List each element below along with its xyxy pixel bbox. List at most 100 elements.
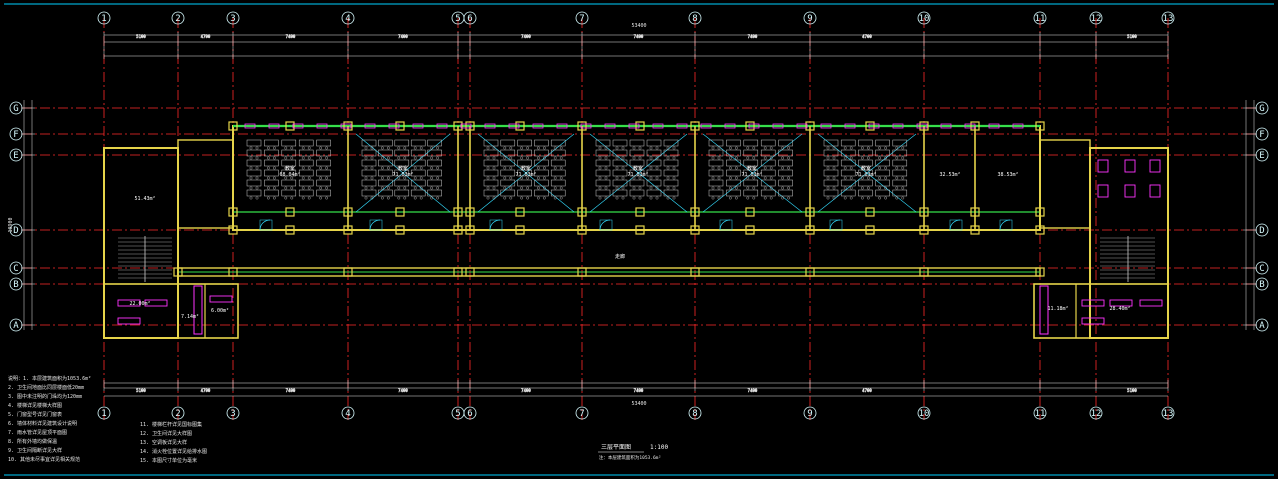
desk bbox=[823, 139, 839, 147]
window-marker bbox=[604, 123, 616, 129]
column bbox=[970, 121, 980, 131]
chair bbox=[878, 146, 881, 150]
chair bbox=[397, 166, 401, 170]
desk bbox=[595, 139, 611, 147]
desk bbox=[483, 189, 499, 197]
chair bbox=[638, 146, 642, 150]
chair bbox=[655, 196, 659, 200]
bottom-overall-dimension: 53400 bbox=[631, 401, 646, 407]
axis-bubble-label-7: 7 bbox=[579, 409, 584, 419]
desk bbox=[394, 179, 410, 187]
desk bbox=[726, 159, 741, 167]
chair bbox=[325, 196, 328, 200]
chair bbox=[503, 166, 507, 170]
axis-bubble-label-C: C bbox=[13, 264, 18, 274]
chair bbox=[615, 166, 619, 170]
chair bbox=[649, 156, 653, 160]
note-line: 13. 空调板详见大样 bbox=[140, 439, 187, 446]
axis-bubble-label-D: D bbox=[1259, 226, 1264, 236]
chair bbox=[284, 186, 288, 190]
desk bbox=[281, 139, 297, 147]
desk bbox=[361, 139, 377, 147]
chair bbox=[290, 176, 294, 180]
chair bbox=[266, 196, 270, 200]
chair bbox=[901, 156, 905, 160]
axis-bubble-label-G: G bbox=[13, 104, 18, 114]
desk bbox=[663, 159, 679, 167]
desk bbox=[517, 159, 532, 167]
chair bbox=[486, 186, 490, 190]
desk bbox=[378, 179, 393, 187]
desk bbox=[500, 149, 516, 157]
chair bbox=[832, 146, 836, 150]
chair bbox=[526, 196, 529, 200]
desk bbox=[892, 149, 908, 157]
chair bbox=[843, 166, 847, 170]
room-name: 教室 bbox=[398, 165, 408, 172]
window-marker bbox=[844, 123, 856, 129]
chair bbox=[632, 176, 636, 180]
axis-bubble-label-C: C bbox=[1259, 264, 1264, 274]
chair bbox=[717, 146, 721, 150]
axis-bubble-2 bbox=[171, 11, 185, 25]
column bbox=[285, 121, 295, 131]
chair bbox=[290, 196, 294, 200]
chair bbox=[249, 176, 253, 180]
chair bbox=[604, 196, 608, 200]
bay-dimension: 4700 bbox=[201, 34, 211, 39]
chair bbox=[861, 156, 864, 160]
column bbox=[577, 207, 587, 217]
chair bbox=[370, 186, 374, 190]
chair bbox=[492, 176, 496, 180]
chair bbox=[666, 166, 670, 170]
chair bbox=[559, 196, 563, 200]
desk bbox=[663, 149, 679, 157]
chair bbox=[537, 146, 540, 150]
axis-bubble-label-8: 8 bbox=[692, 409, 697, 419]
chair bbox=[553, 176, 557, 180]
drawing-title-block: 三层平面图 1:100 注：本层建筑面积为1053.6m² bbox=[598, 444, 668, 461]
axis-bubble-7 bbox=[575, 11, 589, 25]
window-marker bbox=[508, 123, 520, 129]
chair bbox=[553, 146, 557, 150]
axis-bubble-label-9: 9 bbox=[807, 14, 812, 24]
column bbox=[343, 267, 353, 277]
chair bbox=[729, 166, 732, 170]
window-marker bbox=[1012, 123, 1024, 129]
desk bbox=[760, 139, 776, 147]
chair bbox=[403, 166, 407, 170]
chair bbox=[492, 146, 496, 150]
desk bbox=[743, 189, 759, 197]
column bbox=[453, 225, 463, 235]
chair bbox=[717, 196, 721, 200]
chair bbox=[781, 176, 784, 180]
desk bbox=[316, 169, 331, 177]
chair bbox=[787, 146, 790, 150]
axis-bubble-1 bbox=[97, 406, 111, 420]
chair bbox=[781, 156, 784, 160]
door-swing bbox=[369, 219, 381, 231]
desk bbox=[646, 179, 662, 187]
chair bbox=[503, 196, 507, 200]
chair bbox=[255, 156, 259, 160]
room-area: 22.00m² bbox=[129, 301, 150, 307]
column bbox=[805, 121, 815, 131]
desk bbox=[595, 189, 611, 197]
desk bbox=[646, 189, 662, 197]
desk bbox=[264, 149, 279, 157]
bay-dimension: 4700 bbox=[862, 34, 872, 39]
desk bbox=[875, 179, 890, 187]
classroom-desks bbox=[246, 139, 908, 200]
chair bbox=[486, 146, 490, 150]
chair bbox=[884, 196, 887, 200]
column bbox=[970, 225, 980, 235]
room-area: 71.03m² bbox=[855, 172, 876, 178]
desk bbox=[517, 139, 532, 147]
desk bbox=[823, 179, 839, 187]
desk bbox=[612, 139, 628, 147]
chair bbox=[430, 146, 433, 150]
bay-dimension: 4700 bbox=[201, 388, 211, 393]
desk bbox=[534, 139, 549, 147]
chair bbox=[832, 156, 836, 160]
chair bbox=[430, 196, 433, 200]
